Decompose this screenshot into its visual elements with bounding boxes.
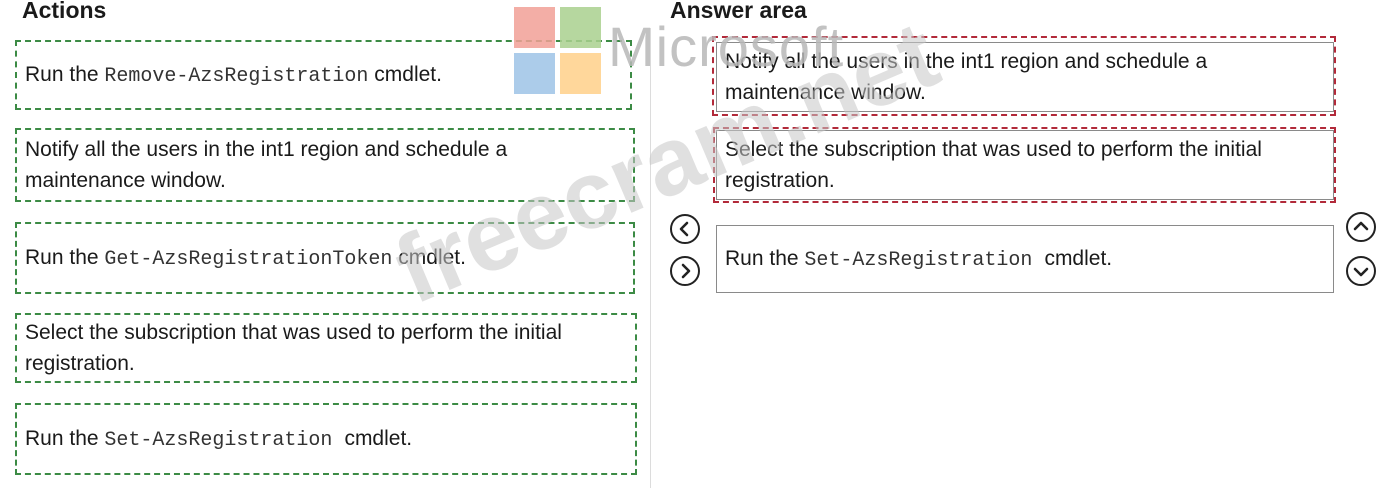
chevron-right-icon: [681, 263, 691, 279]
action-item-set-registration[interactable]: Run the Set-AzsRegistration cmdlet.: [15, 403, 637, 475]
move-left-button[interactable]: [670, 214, 700, 244]
cmdlet-name: Set-AzsRegistration: [104, 428, 345, 452]
action-item-text: cmdlet.: [368, 62, 442, 86]
action-item-text: cmdlet.: [344, 426, 413, 450]
answer-item-text: Run the: [725, 246, 805, 270]
pane-divider: [650, 28, 651, 488]
move-right-button[interactable]: [670, 256, 700, 286]
answer-area-heading: Answer area: [670, 0, 807, 23]
action-item-text: Select the subscription that was used to…: [25, 321, 562, 375]
action-item-notify-users[interactable]: Notify all the users in the int1 region …: [15, 128, 635, 202]
action-item-select-subscription[interactable]: Select the subscription that was used to…: [15, 313, 637, 383]
action-item-text: Notify all the users in the int1 region …: [25, 138, 508, 192]
answer-item-text: Select the subscription that was used to…: [725, 138, 1262, 192]
answer-item-text: cmdlet.: [1044, 246, 1113, 270]
answer-item-notify-users[interactable]: Notify all the users in the int1 region …: [716, 42, 1334, 112]
chevron-up-icon: [1353, 221, 1369, 231]
microsoft-logo-icon: [514, 7, 604, 95]
move-down-button[interactable]: [1346, 256, 1376, 286]
action-item-text: Run the: [25, 62, 105, 86]
move-up-button[interactable]: [1346, 212, 1376, 242]
answer-item-text: Notify all the users in the int1 region …: [725, 50, 1208, 104]
action-item-text: Run the: [25, 245, 105, 269]
cmdlet-name: Get-AzsRegistrationToken: [104, 247, 393, 271]
answer-item-set-registration[interactable]: Run the Set-AzsRegistration cmdlet.: [716, 225, 1334, 293]
action-item-text: cmdlet.: [392, 245, 466, 269]
action-item-text: Run the: [25, 426, 105, 450]
actions-heading: Actions: [22, 0, 107, 23]
action-item-get-registration-token[interactable]: Run the Get-AzsRegistrationToken cmdlet.: [15, 222, 635, 294]
chevron-left-icon: [679, 221, 689, 237]
answer-item-select-subscription[interactable]: Select the subscription that was used to…: [716, 130, 1334, 200]
cmdlet-name: Remove-AzsRegistration: [104, 64, 369, 88]
cmdlet-name: Set-AzsRegistration: [804, 248, 1045, 272]
brand-watermark: Microsoft: [608, 15, 845, 78]
chevron-down-icon: [1353, 267, 1369, 277]
